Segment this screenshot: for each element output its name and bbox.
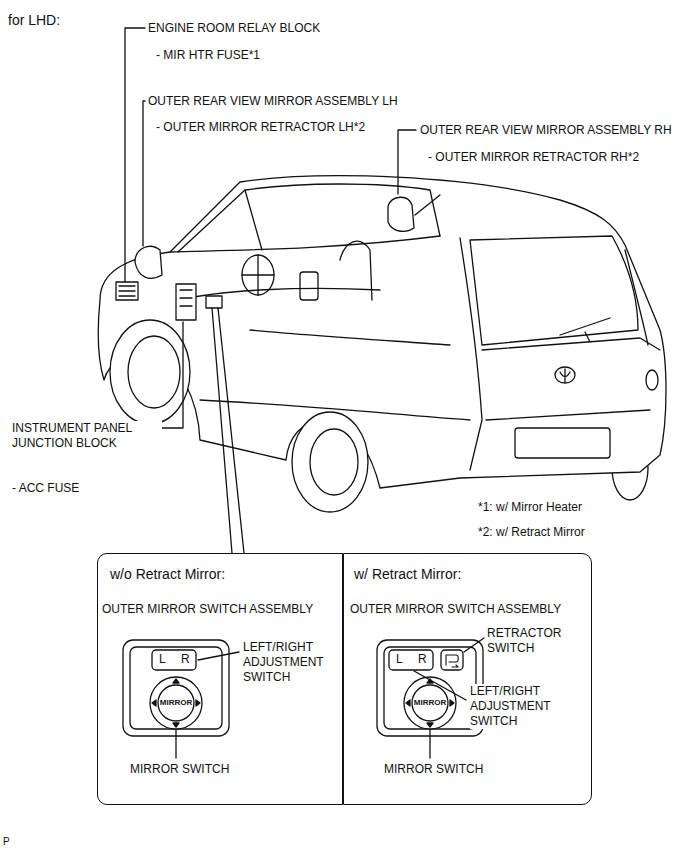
assembly-name: OUTER MIRROR SWITCH ASSEMBLY: [350, 602, 561, 617]
part-label: INSTRUMENT PANEL JUNCTION BLOCK: [12, 421, 162, 451]
part-label: ENGINE ROOM RELAY BLOCK: [148, 21, 320, 36]
part-label: OUTER REAR VIEW MIRROR ASSEMBLY LH: [148, 94, 398, 109]
part-label: LEFT/RIGHT ADJUSTMENT SWITCH: [470, 684, 566, 729]
part-label: MIRROR SWITCH: [384, 762, 483, 777]
footnote: *2: w/ Retract Mirror: [478, 525, 585, 540]
view-title: for LHD:: [8, 12, 60, 30]
switch-letter: R: [181, 652, 190, 667]
part-label: MIRROR SWITCH: [130, 762, 229, 777]
panel-heading: w/ Retract Mirror:: [354, 566, 461, 584]
part-label: RETRACTOR SWITCH: [487, 626, 583, 656]
footnote: *1: w/ Mirror Heater: [478, 500, 582, 515]
part-label: - OUTER MIRROR RETRACTOR LH*2: [156, 120, 365, 135]
switch-letter: L: [396, 652, 403, 667]
switch-letter: R: [418, 652, 427, 667]
page-mark: P: [3, 836, 10, 849]
part-label: - ACC FUSE: [12, 481, 79, 496]
switch-letter: L: [159, 652, 166, 667]
part-label: - MIR HTR FUSE*1: [156, 48, 260, 63]
switch-letter: MIRROR: [160, 698, 192, 708]
switch-letter: MIRROR: [414, 698, 446, 708]
part-label: OUTER REAR VIEW MIRROR ASSEMBLY RH: [420, 123, 672, 138]
assembly-name: OUTER MIRROR SWITCH ASSEMBLY: [102, 602, 313, 617]
part-label: LEFT/RIGHT ADJUSTMENT SWITCH: [243, 640, 339, 685]
panel-heading: w/o Retract Mirror:: [110, 566, 225, 584]
part-label: - OUTER MIRROR RETRACTOR RH*2: [428, 150, 639, 165]
